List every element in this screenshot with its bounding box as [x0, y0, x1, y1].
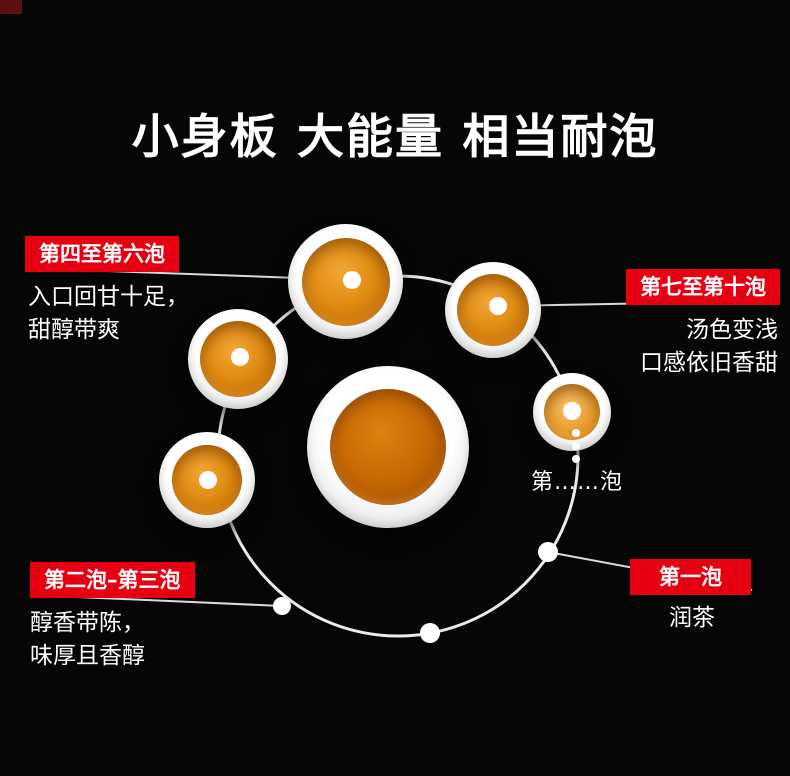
tea-cup-center	[307, 366, 469, 528]
tea-surface	[457, 274, 529, 346]
label-stage-n: 第……泡	[531, 470, 624, 495]
tea-cup-stage-2-3	[159, 432, 255, 528]
desc-stage-4-6: 入口回甘十足， 甜醇带爽	[28, 284, 189, 343]
desc-stage-2-3: 醇香带陈， 味厚且香醇	[30, 610, 145, 669]
tea-surface	[200, 321, 276, 397]
tea-surface-dark	[330, 389, 446, 505]
tea-cup-stage-5	[188, 309, 288, 409]
ring-dot	[273, 597, 291, 615]
ring-dot	[538, 542, 558, 562]
tea-surface-light	[544, 384, 600, 440]
ellipsis-dot	[572, 455, 580, 463]
desc-stage-7-10: 汤色变浅 口感依旧香甜	[640, 317, 778, 376]
badge-stage-2-3: 第二泡–第三泡	[30, 562, 195, 599]
badge-stage-4-6: 第四至第六泡	[25, 236, 179, 273]
tea-cup-stage-4-6	[288, 224, 403, 339]
tea-cup-stage-7-10	[445, 262, 541, 358]
badge-stage-1: 第一泡	[630, 559, 751, 596]
desc-stage-1: 润茶	[669, 605, 715, 631]
page-title: 小身板 大能量 相当耐泡	[131, 110, 659, 165]
badge-stage-7-10: 第七至第十泡	[626, 269, 780, 306]
tea-surface	[301, 237, 390, 326]
tea-cup-stage-n	[533, 373, 611, 451]
corner-artifact	[0, 0, 22, 14]
ring-dot	[420, 623, 440, 643]
tea-surface	[172, 445, 242, 515]
